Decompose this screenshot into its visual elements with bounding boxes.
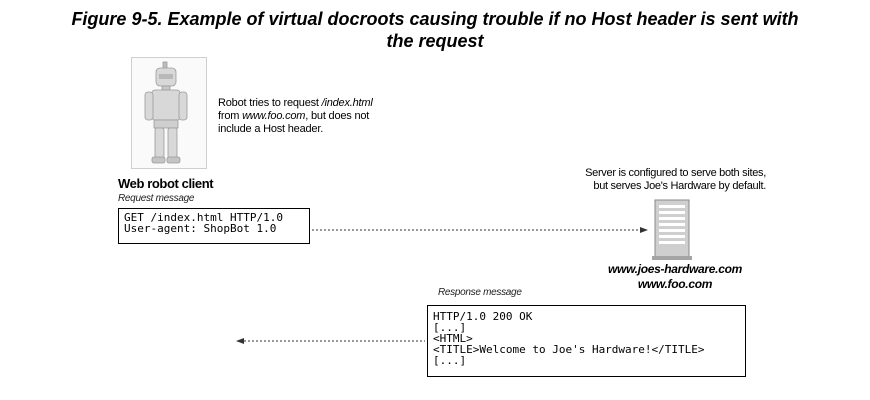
figure-caption: Figure 9-5. Example of virtual docroots … [0,8,870,52]
response-arrow [236,338,425,344]
robot-note-text-1: Robot tries to request [218,97,322,109]
robot-note-path: /index.html [321,97,373,109]
caption-line-2: the request [386,31,484,51]
robot-note-text-2: from [218,110,243,122]
server-names: www.joes-hardware.com www.foo.com [575,262,775,292]
response-line-2: [...] [433,321,467,334]
response-line-1: HTTP/1.0 200 OK [433,310,533,323]
response-message-box: HTTP/1.0 200 OK [...] <HTML> <TITLE>Welc… [427,305,746,377]
response-line-5: [...] [433,354,467,367]
server-note-line-2: but serves Joe's Hardware by default. [593,180,766,192]
robot-icon [144,61,188,164]
web-robot-client-label: Web robot client [118,176,214,191]
request-message-label: Request message [118,193,195,204]
server-name-joes: www.joes-hardware.com [608,262,742,276]
server-name-foo: www.foo.com [637,277,713,291]
caption-line-1: Figure 9-5. Example of virtual docroots … [71,9,799,29]
server-note: Server is configured to serve both sites… [546,167,766,193]
robot-note: Robot tries to request /index.html from … [218,97,418,136]
request-arrow [312,227,648,233]
request-line-2: User-agent: ShopBot 1.0 [124,222,277,235]
robot-note-text-3: , but does not [305,110,370,122]
robot-note-text-4: include a Host header. [218,123,324,135]
response-message-label-text: Response message [438,287,522,298]
server-note-line-1: Server is configured to serve both sites… [585,167,766,179]
request-line-1: GET /index.html HTTP/1.0 [124,211,283,224]
response-line-4: <TITLE>Welcome to Joe's Hardware!</TITLE… [433,343,705,356]
response-line-3: <HTML> [433,332,473,345]
request-message-box: GET /index.html HTTP/1.0 User-agent: Sho… [118,208,310,244]
robot-note-host: www.foo.com [242,110,306,122]
server-icon [652,199,692,260]
